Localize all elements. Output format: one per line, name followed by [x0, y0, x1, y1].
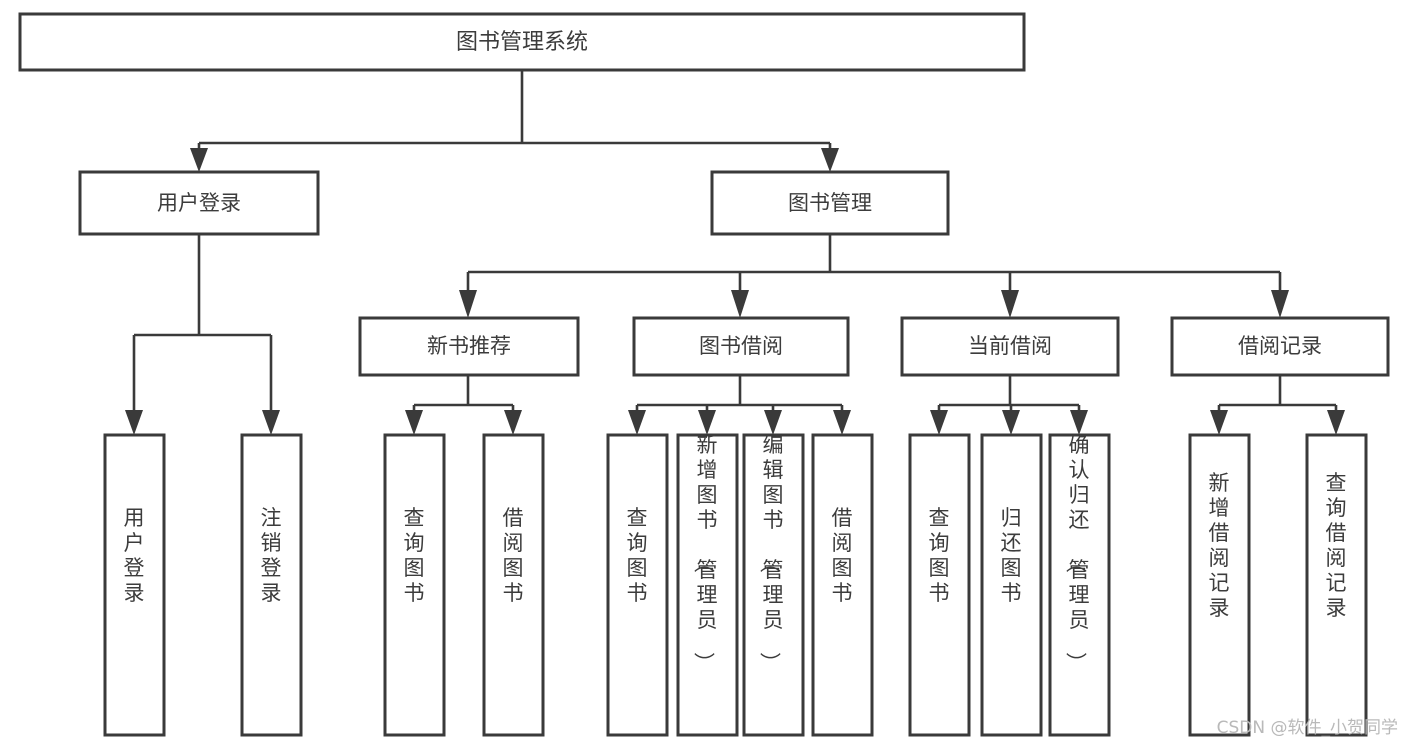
arrow-head-leaf-user-logout	[262, 410, 280, 435]
node-leaf-br-query-record-label: 查询借阅记录	[1326, 471, 1347, 620]
node-leaf-user-logout-label: 注销登录	[261, 506, 282, 605]
node-leaf-user-login[interactable]: 用户登录	[103, 433, 166, 737]
node-leaf-bb-query-book-box[interactable]	[606, 433, 669, 737]
arrow-head-book-management	[821, 148, 839, 172]
node-leaf-user-login-label: 用户登录	[124, 506, 145, 605]
arrow-head-leaf-bb-borrow-book	[833, 410, 851, 435]
node-leaf-bb-borrow-book[interactable]: 借阅图书	[811, 433, 874, 737]
node-root-box[interactable]	[18, 12, 1026, 72]
node-book-borrow[interactable]: 图书借阅	[632, 316, 850, 377]
node-borrow-record-box[interactable]	[1170, 316, 1390, 377]
node-root[interactable]: 图书管理系统	[18, 12, 1026, 72]
node-root-label: 图书管理系统	[456, 30, 588, 55]
node-book-management-box[interactable]	[710, 170, 950, 236]
node-new-book-recommend-box[interactable]	[358, 316, 580, 377]
node-leaf-cb-confirm-return[interactable]: 确认归还（管理员）	[1048, 433, 1111, 737]
node-leaf-br-add-record-label: 新增借阅记录	[1209, 471, 1230, 620]
node-leaf-bb-query-book[interactable]: 查询图书	[606, 433, 669, 737]
node-leaf-bb-add-book-box[interactable]	[676, 433, 739, 737]
node-leaf-br-query-record-box[interactable]	[1305, 433, 1368, 737]
arrow-head-leaf-rec-query-book	[405, 410, 423, 435]
arrow-head-leaf-user-login	[125, 410, 143, 435]
node-leaf-cb-return-book-label: 归还图书	[1001, 506, 1022, 605]
node-leaf-bb-edit-book-label: 编辑图书（管理员）	[758, 433, 784, 673]
arrow-head-leaf-bb-edit-book	[764, 410, 782, 435]
node-leaf-bb-add-book[interactable]: 新增图书（管理员）	[676, 433, 739, 737]
node-borrow-record[interactable]: 借阅记录	[1170, 316, 1390, 377]
node-user-login[interactable]: 用户登录	[78, 170, 320, 236]
node-user-login-box[interactable]	[78, 170, 320, 236]
node-leaf-rec-borrow-book-box[interactable]	[482, 433, 545, 737]
node-leaf-bb-borrow-book-label: 借阅图书	[832, 506, 853, 605]
node-book-management[interactable]: 图书管理	[710, 170, 950, 236]
arrow-head-current-borrow	[1001, 290, 1019, 318]
arrow-head-leaf-br-add-record	[1210, 410, 1228, 435]
node-leaf-cb-confirm-return-box[interactable]	[1048, 433, 1111, 737]
node-book-management-label: 图书管理	[788, 191, 872, 215]
node-book-borrow-label: 图书借阅	[699, 334, 783, 358]
node-leaf-cb-confirm-return-label: 确认归还（管理员）	[1064, 433, 1090, 673]
arrow-head-leaf-cb-return-book	[1002, 410, 1020, 435]
node-current-borrow[interactable]: 当前借阅	[900, 316, 1120, 377]
node-leaf-rec-query-book-box[interactable]	[383, 433, 446, 737]
arrow-head-borrow-record	[1271, 290, 1289, 318]
node-leaf-bb-edit-book[interactable]: 编辑图书（管理员）	[742, 433, 805, 737]
arrow-head-leaf-bb-add-book	[698, 410, 716, 435]
node-leaf-user-logout[interactable]: 注销登录	[240, 433, 303, 737]
node-book-borrow-box[interactable]	[632, 316, 850, 377]
node-leaf-cb-query-book-label: 查询图书	[929, 506, 950, 605]
node-leaf-br-add-record[interactable]: 新增借阅记录	[1188, 433, 1251, 737]
node-leaf-br-add-record-box[interactable]	[1188, 433, 1251, 737]
connector-layer	[125, 70, 1345, 435]
node-leaf-bb-query-book-label: 查询图书	[627, 506, 648, 605]
node-current-borrow-label: 当前借阅	[968, 334, 1052, 358]
node-user-login-label: 用户登录	[157, 191, 241, 215]
arrow-head-leaf-cb-confirm-return	[1070, 410, 1088, 435]
node-leaf-bb-borrow-book-box[interactable]	[811, 433, 874, 737]
node-leaf-cb-query-book[interactable]: 查询图书	[908, 433, 971, 737]
node-leaf-user-login-box[interactable]	[103, 433, 166, 737]
arrow-head-leaf-br-query-record	[1327, 410, 1345, 435]
arrow-head-leaf-rec-borrow-book	[504, 410, 522, 435]
arrow-head-leaf-cb-query-book	[930, 410, 948, 435]
arrow-head-leaf-bb-query-book	[628, 410, 646, 435]
node-new-book-recommend-label: 新书推荐	[427, 334, 511, 358]
node-leaf-rec-borrow-book-label: 借阅图书	[503, 506, 524, 605]
node-leaf-cb-return-book-box[interactable]	[980, 433, 1043, 737]
node-leaf-rec-query-book-label: 查询图书	[404, 506, 425, 605]
node-leaf-rec-borrow-book[interactable]: 借阅图书	[482, 433, 545, 737]
arrow-head-new-book-recommend	[459, 290, 477, 318]
arrow-head-book-borrow	[731, 290, 749, 318]
leaf-layer: 用户登录 注销登录 查询图书 借阅图书 查询图书 新增图书（管理员）	[103, 433, 1368, 737]
node-leaf-rec-query-book[interactable]: 查询图书	[383, 433, 446, 737]
node-borrow-record-label: 借阅记录	[1238, 334, 1322, 358]
node-leaf-br-query-record[interactable]: 查询借阅记录	[1305, 433, 1368, 737]
node-new-book-recommend[interactable]: 新书推荐	[358, 316, 580, 377]
node-leaf-bb-add-book-label: 新增图书（管理员）	[692, 433, 718, 673]
node-leaf-cb-return-book[interactable]: 归还图书	[980, 433, 1043, 737]
node-leaf-user-logout-box[interactable]	[240, 433, 303, 737]
arrow-head-user-login	[190, 148, 208, 172]
node-leaf-cb-query-book-box[interactable]	[908, 433, 971, 737]
csdn-watermark: CSDN @软件_小贺同学	[1217, 718, 1398, 738]
node-current-borrow-box[interactable]	[900, 316, 1120, 377]
node-leaf-bb-edit-book-box[interactable]	[742, 433, 805, 737]
